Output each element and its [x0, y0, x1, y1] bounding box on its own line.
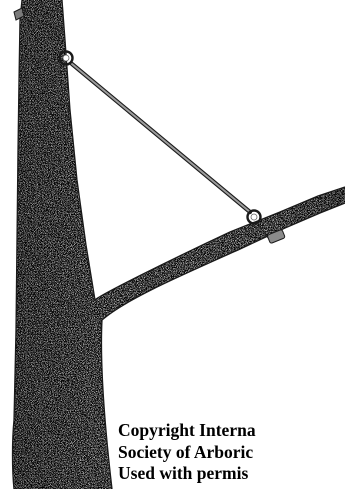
brace-cable — [72, 64, 250, 212]
caption-line: Copyright Interna — [118, 420, 345, 442]
caption-line: Used with permis — [118, 463, 345, 485]
caption-line: Society of Arboric — [118, 442, 345, 464]
copyright-caption: Copyright Interna Society of Arboric Use… — [118, 420, 345, 485]
